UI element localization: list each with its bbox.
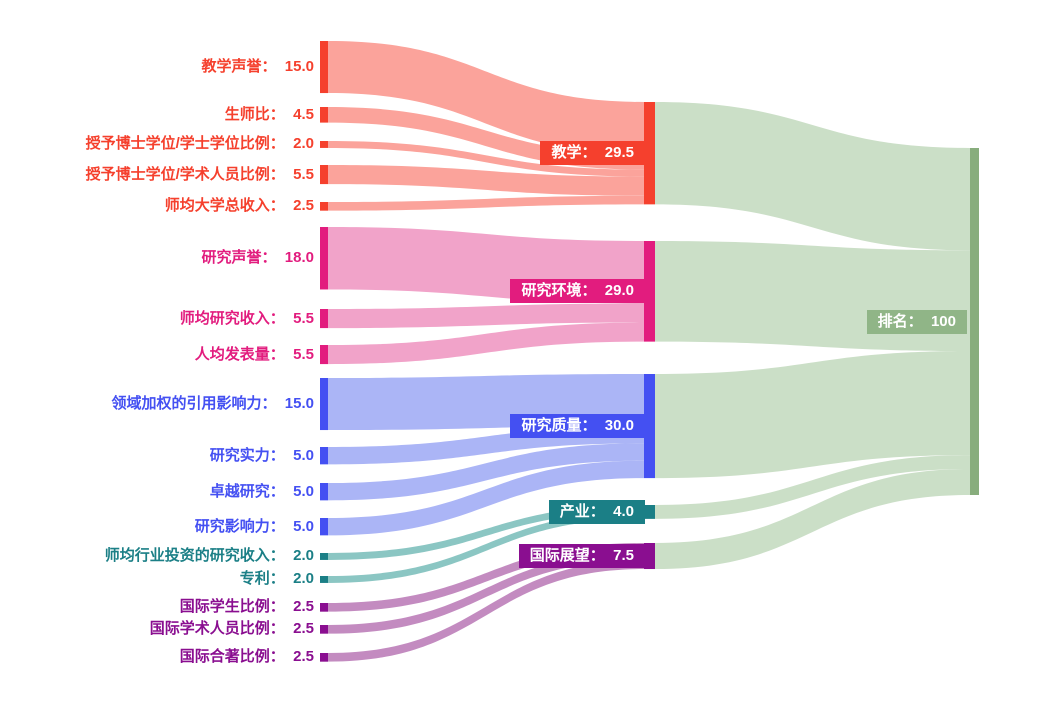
label-text: 研究环境 (521, 282, 582, 300)
sankey-link-teaching-rank (655, 102, 970, 251)
label-text: 研究质量 (521, 417, 582, 435)
sankey-link-research_quality-rank (655, 350, 970, 479)
label-text: 30.0 (604, 417, 634, 435)
label-text: 教学 (551, 144, 582, 162)
sankey-node-research_influence[interactable] (320, 518, 328, 536)
sankey-node-inst_income[interactable] (320, 202, 328, 211)
sankey-link-industry_income-industry (328, 505, 644, 560)
sankey-link-intl_staff-intl_outlook (328, 551, 644, 634)
sankey-link-intl_coauth-intl_outlook (328, 560, 644, 662)
label-text: 排名 (877, 312, 908, 330)
label-text: 100 (930, 312, 956, 330)
sankey-node-intl_students[interactable] (320, 603, 328, 612)
sankey-node-research_strength[interactable] (320, 447, 328, 465)
sankey-node-research_quality[interactable] (644, 374, 655, 479)
sankey-node-research_env[interactable] (644, 241, 655, 342)
sankey-node-industry[interactable] (644, 505, 655, 519)
node-label-box-intl_outlook[interactable]: 国际展望： 7.5 (518, 544, 645, 568)
sankey-link-research_influence-research_quality (328, 460, 644, 536)
sankey-node-teaching[interactable] (644, 102, 655, 205)
label-text: ： (581, 144, 605, 162)
node-label-box-research_quality[interactable]: 研究质量： 30.0 (510, 414, 645, 439)
label-text: 产业 (559, 502, 590, 520)
sankey-node-pubs_per_capita[interactable] (320, 345, 328, 365)
sankey-link-doct_staff_ratio-teaching (328, 165, 644, 196)
label-text: 29.5 (604, 144, 634, 162)
sankey-node-intl_staff[interactable] (320, 625, 328, 634)
sankey-node-intl_outlook[interactable] (644, 543, 655, 570)
sankey-node-staff_ratio[interactable] (320, 107, 328, 123)
sankey-node-intl_coauth[interactable] (320, 653, 328, 662)
sankey-link-intl_students-intl_outlook (328, 543, 644, 612)
sankey-node-research_income[interactable] (320, 309, 328, 329)
label-text: 29.0 (604, 282, 634, 300)
sankey-link-doct_bach_ratio-teaching (328, 141, 644, 177)
label-text: 国际展望 (529, 547, 590, 564)
label-text: ： (589, 502, 614, 520)
node-label-box-industry[interactable]: 产业： 4.0 (548, 499, 645, 524)
sankey-node-patents[interactable] (320, 576, 328, 583)
label-text: ： (581, 282, 605, 300)
label-text: 7.5 (613, 547, 634, 564)
sankey-node-research_excellence[interactable] (320, 483, 328, 501)
sankey-link-research_excellence-research_quality (328, 443, 644, 501)
sankey-link-intl_outlook-rank (655, 468, 970, 570)
sankey-node-research_rep[interactable] (320, 227, 328, 290)
sankey-node-teaching_rep[interactable] (320, 41, 328, 94)
label-text: 4.0 (613, 502, 634, 520)
sankey-link-research_env-rank (655, 241, 970, 351)
sankey-link-teaching_rep-teaching (328, 41, 644, 155)
sankey-node-doct_staff_ratio[interactable] (320, 165, 328, 185)
node-label-box-teaching[interactable]: 教学： 29.5 (540, 141, 645, 166)
sankey-link-industry-rank (655, 455, 970, 519)
sankey-link-patents-industry (328, 511, 644, 583)
sankey-node-rank[interactable] (970, 148, 979, 495)
sankey-link-pubs_per_capita-research_env (328, 322, 644, 365)
label-text: ： (589, 547, 614, 564)
label-text: ： (907, 312, 931, 330)
sankey-link-inst_income-teaching (328, 195, 644, 211)
node-label-box-rank[interactable]: 排名： 100 (866, 309, 967, 334)
sankey-link-research_income-research_env (328, 303, 644, 329)
sankey-node-industry_income[interactable] (320, 553, 328, 560)
label-text: ： (581, 417, 605, 435)
sankey-node-field_citation[interactable] (320, 378, 328, 431)
sankey-node-doct_bach_ratio[interactable] (320, 141, 328, 148)
node-label-box-research_env[interactable]: 研究环境： 29.0 (510, 279, 645, 304)
